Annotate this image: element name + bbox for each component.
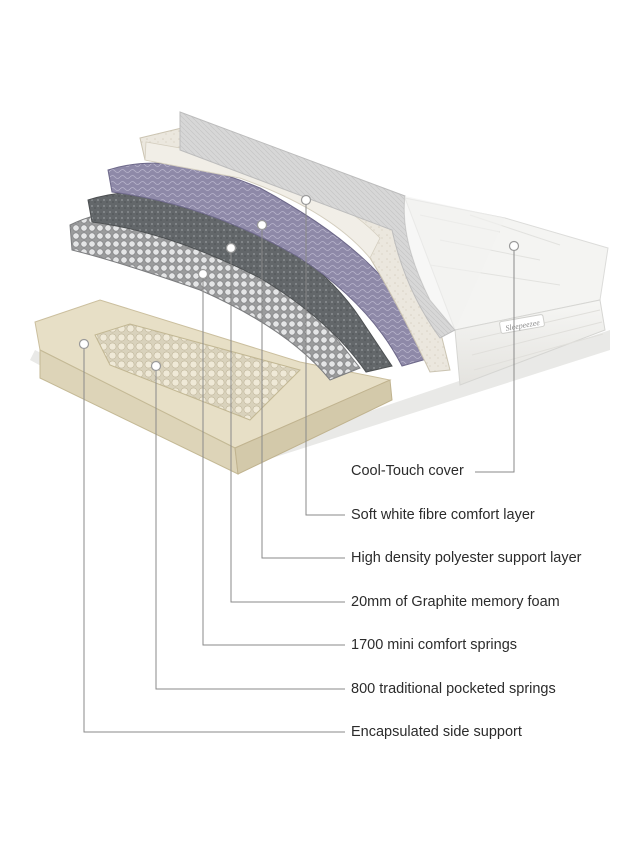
- callout-dot-cover: [508, 240, 520, 252]
- leader-polyester: [261, 225, 345, 559]
- leader-pocket-springs: [155, 366, 345, 690]
- leader-graphite: [230, 248, 345, 603]
- callout-dots: [78, 194, 520, 372]
- leader-mini-springs: [202, 274, 345, 646]
- label-graphite-memory-foam: 20mm of Graphite memory foam: [351, 594, 560, 610]
- callout-dot-graphite: [225, 242, 237, 254]
- callout-dot-fibre: [300, 194, 312, 206]
- label-encapsulated-side-support: Encapsulated side support: [351, 724, 522, 740]
- leader-cover: [475, 246, 515, 473]
- callout-dot-pocket-springs: [150, 360, 162, 372]
- label-pocketed-springs: 800 traditional pocketed springs: [351, 681, 556, 697]
- label-polyester-support: High density polyester support layer: [351, 550, 582, 566]
- foam-frame: [34, 299, 393, 475]
- callout-dot-polyester: [256, 219, 268, 231]
- leader-fibre: [305, 200, 345, 516]
- leader-lines: [83, 200, 515, 733]
- label-soft-white-fibre: Soft white fibre comfort layer: [351, 507, 535, 523]
- cover-sheet: [179, 111, 505, 339]
- callout-dot-side-support: [78, 338, 90, 350]
- label-mini-comfort-springs: 1700 mini comfort springs: [351, 637, 518, 653]
- callout-dot-mini-springs: [197, 268, 209, 280]
- label-cool-touch-cover: Cool-Touch cover: [351, 463, 464, 479]
- leader-side-support: [83, 344, 345, 733]
